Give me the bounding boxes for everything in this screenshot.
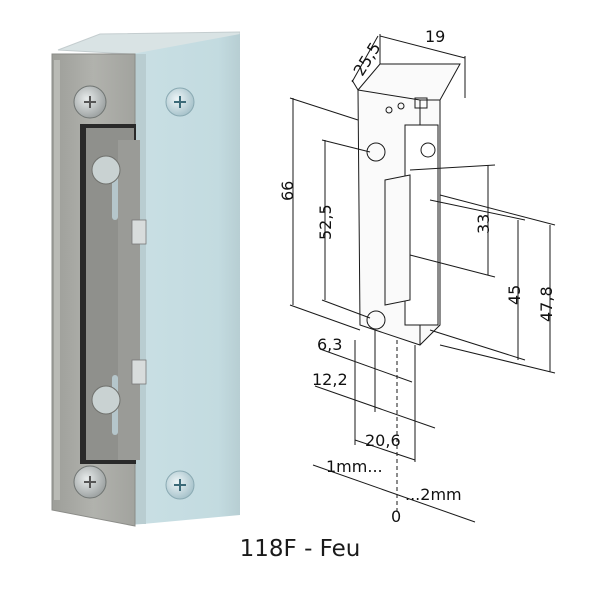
dim-width: 19 xyxy=(425,27,445,46)
dim-offset-small: 6,3 xyxy=(317,335,342,354)
product-caption: 118F - Feu xyxy=(239,536,361,562)
screw-icon xyxy=(73,85,107,119)
dim-adjust-left: 1mm... xyxy=(326,457,383,476)
dim-latch-height: 33 xyxy=(474,214,493,234)
dim-offset-medium: 12,2 xyxy=(312,370,348,389)
dimension-drawing: 25,5 19 66 52,5 33 45 47,8 6,3 12,2 20,6… xyxy=(260,0,600,540)
screw-icon xyxy=(73,465,107,499)
product-photo xyxy=(40,20,241,540)
dim-adjust-zero: 0 xyxy=(391,507,401,526)
dim-faceplate-width: 20,6 xyxy=(365,431,401,450)
screw-icon xyxy=(165,87,195,117)
dim-total-height: 66 xyxy=(278,181,297,201)
dim-screw-spacing: 52,5 xyxy=(316,204,335,240)
dim-opening-height: 45 xyxy=(505,285,524,305)
dim-adjust-right: ...2mm xyxy=(405,485,462,504)
dim-faceplate-height: 47,8 xyxy=(537,286,556,322)
screw-icon xyxy=(165,470,195,500)
